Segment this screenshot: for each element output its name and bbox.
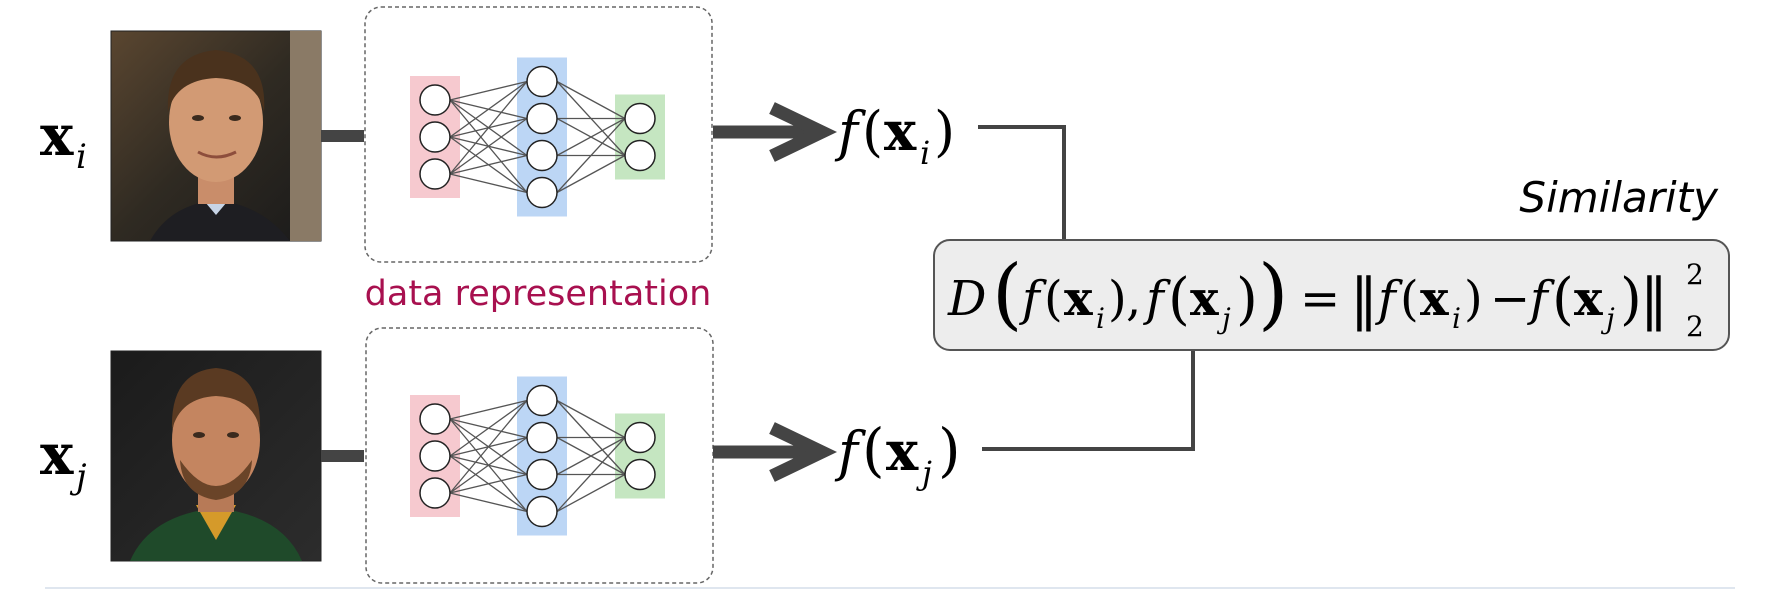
input-label-bottom: x j [40,422,87,497]
var-top: x [884,99,917,163]
network-edge [449,81,528,175]
network-edge [556,437,626,512]
hidden-neuron [526,102,558,135]
hidden-neuron [526,421,558,454]
paren-close-bottom: ) [938,416,961,484]
input-bottom-var: x [40,422,74,488]
embedding-label-top: f ( x i ) [834,99,955,172]
elbow-arrow-top [978,125,1069,264]
hidden-neuron [526,384,558,417]
formula-paren7: ( [1552,267,1574,332]
formula-x2: x [1190,271,1219,327]
output-arrow-top [713,102,838,162]
formula-paren6: ) [1464,271,1483,327]
network-edge [556,80,626,120]
network-edge [449,436,528,494]
sub-top: i [920,134,930,172]
network-edge [556,399,626,439]
hidden-neuron [526,139,558,172]
input-neuron [419,440,451,472]
input-neuron [419,477,451,509]
sub-bottom: j [916,454,932,492]
face-photo-bottom [110,350,322,562]
hidden-neuron [526,495,558,528]
formula-sub-i2: i [1452,302,1461,335]
neural-network-top [410,57,665,217]
formula-minus: − [1490,271,1530,327]
paren-open-top: ( [862,100,883,163]
formula-sub-i1: i [1096,302,1105,335]
similarity-label: Similarity [1519,173,1719,222]
network-edge [449,117,528,175]
output-neuron [624,421,656,454]
neural-network-bottom [410,376,665,536]
formula-norm-close: ‖ [1640,267,1668,332]
var-bottom: x [886,419,919,483]
formula-norm-sub: 2 [1686,310,1704,343]
paren-open-bottom: ( [862,416,885,484]
hidden-neuron [526,176,558,209]
network-edge [449,154,528,175]
paren-close-top: ) [934,100,955,163]
formula-paren5: ( [1400,271,1419,327]
input-neuron [419,121,451,153]
input-neuron [419,158,451,190]
network-edge [449,400,528,494]
formula-paren2: ) [1108,271,1127,327]
formula-paren3: ( [1168,267,1190,332]
network-edge [449,80,528,101]
formula-paren1: ( [1044,271,1063,327]
network-edge [556,473,626,513]
formula-norm-sup: 2 [1686,258,1704,291]
output-arrow-bottom [713,422,838,482]
formula-paren8: ) [1620,267,1642,332]
elbow-arrow-bottom [982,340,1198,451]
formula-x1: x [1064,271,1093,327]
formula-norm-open: ‖ [1350,267,1378,332]
output-neuron [624,139,656,172]
input-top-var: x [40,103,74,169]
input-neuron [419,403,451,435]
input-top-sub: i [76,137,87,177]
formula-big-paren-close: ) [1258,249,1288,339]
network-edge [556,436,626,476]
input-neuron [419,84,451,116]
network-edge [449,80,528,138]
formula-x4: x [1574,271,1603,327]
network-edge [449,473,528,494]
face-photo-top [110,30,322,242]
network-edge [449,173,528,194]
hidden-neuron [526,65,558,98]
formula-comma: , [1126,271,1141,327]
network-edge [449,399,528,457]
formula-equals: = [1300,271,1340,327]
formula-D: D [947,271,986,327]
network-edge [556,154,626,194]
output-neuron [624,102,656,135]
embedding-label-bottom: f ( x j ) [834,416,961,492]
network-edge [556,117,626,157]
network-edge [449,492,528,513]
formula-x3: x [1420,271,1449,327]
formula-box [933,239,1730,351]
hidden-neuron [526,458,558,491]
formula-paren4: ) [1236,267,1258,332]
network-edge [556,118,626,193]
network-edge [449,399,528,420]
input-label-top: x i [40,103,87,177]
output-neuron [624,458,656,491]
data-representation-caption: data representation [365,274,712,314]
formula-big-paren-open: ( [992,249,1022,339]
